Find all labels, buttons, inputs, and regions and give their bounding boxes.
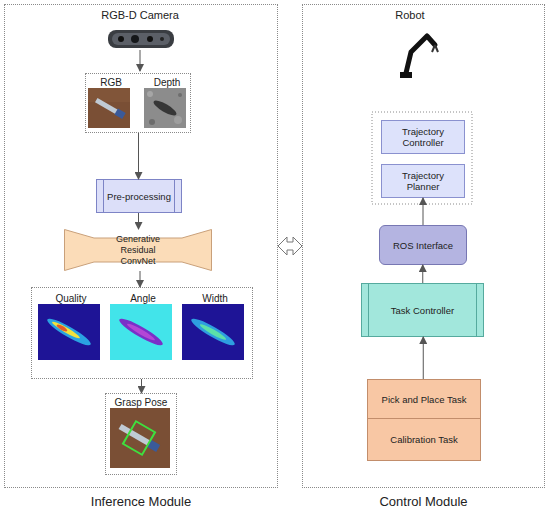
depth-image	[144, 88, 186, 128]
image-caption: Width	[184, 293, 246, 304]
flow-arrow	[422, 265, 423, 283]
robot-links	[406, 36, 435, 73]
robot-gripper	[432, 45, 435, 52]
process-box: Trajectory Planner	[381, 164, 465, 198]
box-text: Pick and Place Task	[374, 394, 475, 405]
depth-noise	[149, 119, 155, 125]
box-text: ROS Interface	[385, 240, 461, 251]
output-group: Quality Angle Width	[31, 287, 253, 379]
module-title: Inference Module	[5, 494, 277, 509]
camera-illustration	[108, 30, 174, 48]
box-text: Pre-processing	[99, 191, 179, 202]
image-caption: Depth	[146, 77, 188, 88]
task-box: Pick and Place Task	[367, 379, 481, 419]
module-title: Control Module	[303, 494, 544, 509]
image-texture	[88, 88, 130, 102]
network-shape: Generative Residual ConvNet	[64, 229, 212, 271]
heatmap-peak	[51, 320, 81, 340]
tool-object	[95, 97, 126, 119]
box-text: Calibration Task	[382, 434, 465, 445]
image-caption: Quality	[40, 293, 102, 304]
tool-handle	[114, 109, 125, 120]
heatmap-region	[45, 315, 93, 349]
quality-heatmap	[38, 304, 100, 360]
image-background	[144, 88, 186, 128]
flow-arrow	[423, 337, 424, 379]
box-text: Trajectory Controller	[382, 126, 464, 148]
result-group: Grasp Pose	[105, 393, 177, 475]
box-text: Trajectory Planner	[382, 170, 464, 192]
device-label: Robot	[370, 9, 450, 22]
camera-arrow	[140, 50, 141, 71]
angle-heatmap	[110, 304, 172, 360]
process-box: Pre-processing	[96, 179, 182, 213]
exchange-arrow	[278, 237, 302, 255]
heatmap-peak	[126, 322, 156, 342]
image-background	[88, 88, 130, 128]
flow-arrow	[423, 198, 424, 225]
depth-noise	[178, 93, 182, 97]
image-caption: RGB	[90, 77, 132, 88]
heatmap-background	[182, 304, 244, 360]
heatmap-background	[38, 304, 100, 360]
controller-box: Task Controller	[361, 283, 484, 337]
grasp-rectangle	[123, 421, 155, 455]
heatmap-peak	[56, 323, 68, 332]
camera-body	[108, 30, 174, 48]
camera-lens	[147, 36, 153, 42]
network-shape-path	[65, 230, 212, 271]
camera-lens	[131, 35, 139, 43]
module-panel: Inference ModuleRGBDepthPre-processingGe…	[4, 4, 278, 488]
camera-lens	[118, 36, 124, 42]
tool-object	[118, 423, 160, 452]
flow-arrow	[140, 271, 141, 287]
camera-face	[112, 33, 170, 45]
robot-illustration	[400, 36, 438, 78]
heatmap-peak	[199, 322, 227, 341]
rgb-image	[88, 88, 130, 128]
process-box: Trajectory Controller	[381, 120, 465, 154]
box-text: Generative Residual ConvNet	[94, 234, 182, 267]
interface-box: ROS Interface	[379, 225, 467, 265]
depth-noise	[147, 91, 153, 97]
flow-arrow	[138, 213, 139, 229]
depth-noise	[174, 116, 182, 124]
input-group: RGB Depth	[85, 73, 191, 133]
task-box: Calibration Task	[367, 418, 481, 461]
grasp-image	[110, 408, 170, 468]
camera-lens	[160, 37, 164, 41]
box-text: Task Controller	[383, 305, 462, 316]
heatmap-background	[110, 304, 172, 360]
device-label: RGB-D Camera	[80, 9, 200, 22]
heatmap-region	[189, 315, 237, 349]
heatmap-region	[117, 315, 165, 349]
depth-object	[152, 98, 179, 118]
module-panel: Control ModuleTrajectory ControllerTraje…	[302, 4, 545, 488]
group-outline	[372, 112, 472, 204]
image-caption: Grasp Pose	[106, 397, 176, 408]
width-heatmap	[182, 304, 244, 360]
image-background	[110, 408, 170, 468]
tool-shaft	[95, 98, 118, 114]
flow-arrow	[141, 379, 142, 393]
image-caption: Angle	[112, 293, 174, 304]
flow-arrow	[138, 133, 139, 179]
